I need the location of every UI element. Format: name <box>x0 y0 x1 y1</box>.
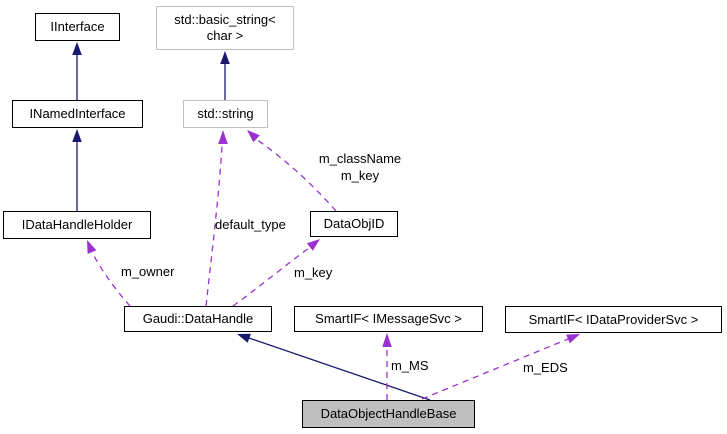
edge-datahandle-to-stdstring <box>205 130 228 307</box>
inheritance-arrowhead <box>237 333 251 343</box>
node-dataobjecthandlebase-current: DataObjectHandleBase <box>302 400 475 428</box>
inheritance-arrowhead <box>72 129 82 142</box>
node-dataobjid[interactable]: DataObjID <box>310 211 398 237</box>
node-label: std::string <box>197 106 254 121</box>
edge-inamedinterface-to-iinterface <box>72 42 82 100</box>
edge-datahandle-to-dataobjid <box>232 239 320 307</box>
edge-label-line1: m_className <box>318 151 402 166</box>
edge-dataobjecthandlebase-to-datahandle <box>237 333 431 401</box>
node-label: INamedInterface <box>29 106 126 121</box>
edge-label-default-type: default_type <box>215 217 286 232</box>
node-label: Gaudi::DataHandle <box>142 311 254 326</box>
node-label: SmartIF< IMessageSvc > <box>315 311 462 326</box>
node-label: DataObjectHandleBase <box>320 406 457 421</box>
edge-dataobjid-to-stdstring <box>247 130 337 212</box>
edge-stdstring-to-basicstring <box>220 51 230 100</box>
node-label: IInterface <box>50 19 105 34</box>
node-label: DataObjID <box>323 216 385 231</box>
node-std-basic-string: std::basic_string< char > <box>156 6 294 50</box>
usage-arrowhead <box>218 130 228 144</box>
node-inamedinterface[interactable]: INamedInterface <box>12 100 143 128</box>
edge-dataobjecthandlebase-to-smartif-idataprovidersvc <box>421 334 580 400</box>
edge-label-m-key: m_key <box>294 265 333 280</box>
usage-arrowhead <box>382 333 392 347</box>
usage-arrowhead <box>566 334 580 344</box>
edge-label-m-ms: m_MS <box>391 358 429 373</box>
edge-label-line2: m_key <box>340 168 380 183</box>
edge-datahandle-to-idatahandleholder <box>87 240 131 307</box>
edge-label-m-owner: m_owner <box>121 264 175 279</box>
usage-arrowhead <box>87 240 97 254</box>
inheritance-arrowhead <box>220 51 230 64</box>
node-idatahandleholder[interactable]: IDataHandleHolder <box>3 211 151 239</box>
node-label-line1: std::basic_string< <box>174 12 276 27</box>
node-label: IDataHandleHolder <box>21 217 133 232</box>
inheritance-arrowhead <box>72 42 82 55</box>
node-smartif-idataprovidersvc[interactable]: SmartIF< IDataProviderSvc > <box>505 306 722 333</box>
node-smartif-imessagesvc[interactable]: SmartIF< IMessageSvc > <box>294 306 483 332</box>
usage-arrowhead <box>306 239 320 251</box>
edge-label-mclassname-mkey: m_className m_key <box>308 150 412 184</box>
node-label-line2: char > <box>206 28 244 43</box>
node-std-string: std::string <box>183 100 268 128</box>
edge-idatahandleholder-to-inamedinterface <box>72 129 82 211</box>
usage-arrowhead <box>247 130 260 143</box>
node-label: SmartIF< IDataProviderSvc > <box>528 311 699 327</box>
edge-dataobjecthandlebase-to-smartif-imessagesvc <box>382 333 392 400</box>
node-gaudi-datahandle[interactable]: Gaudi::DataHandle <box>124 306 272 332</box>
edge-label-m-eds: m_EDS <box>523 360 568 375</box>
node-iinterface[interactable]: IInterface <box>35 13 120 41</box>
